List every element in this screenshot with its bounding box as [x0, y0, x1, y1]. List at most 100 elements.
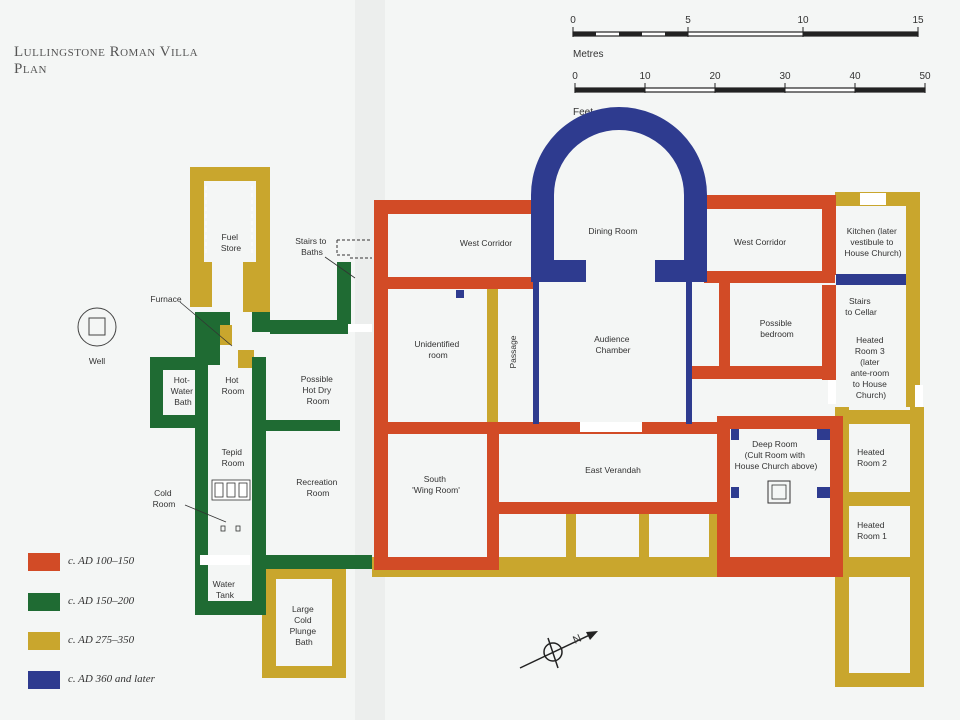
label-line: Hot-: [174, 375, 190, 385]
label-kitchen: Kitchen (later vestibule to House Church…: [844, 226, 901, 258]
label-line: Deep Room: [752, 439, 797, 449]
fuel-store-dashed: [205, 186, 253, 256]
walls-ad-360-later: [456, 107, 906, 498]
label-recreation-room: Recreation Room: [296, 477, 339, 498]
label-line: (Cult Room with: [745, 450, 806, 460]
legend-label: c. AD 100–150: [68, 555, 135, 567]
feet-tick-40: 40: [849, 71, 861, 82]
label-line: Church): [856, 390, 886, 400]
label-south-wing-room: South 'Wing Room': [412, 474, 460, 495]
label-line: Unidentified: [414, 339, 459, 349]
feet-tick-30: 30: [779, 71, 791, 82]
label-west-corridor-right: West Corridor: [734, 237, 786, 247]
label-furnace: Furnace: [150, 294, 181, 304]
label-line: Heated: [857, 447, 885, 457]
label-line: House Church): [844, 248, 901, 258]
legend-swatch: [28, 593, 60, 611]
metre-tick-15: 15: [912, 15, 924, 26]
label-line: Bath: [174, 397, 192, 407]
metre-tick-5: 5: [685, 15, 691, 26]
label-line: Room 1: [857, 531, 887, 541]
leader-lines: [179, 256, 356, 523]
legend-label: c. AD 275–350: [68, 634, 135, 646]
label-line: Fuel: [222, 232, 239, 242]
label-line: Room 2: [857, 458, 887, 468]
label-fuel-store: Fuel Store: [221, 232, 242, 253]
label-line: Room 3: [855, 346, 885, 356]
label-west-corridor-left: West Corridor: [460, 238, 512, 248]
label-heated-room-1: Heated Room 1: [857, 520, 887, 541]
label-line: Room: [153, 499, 176, 509]
label-line: Possible: [760, 318, 792, 328]
label-line: Kitchen (later: [847, 226, 897, 236]
label-line: Heated: [857, 520, 885, 530]
label-line: Tepid: [222, 447, 243, 457]
label-line: Room: [307, 488, 330, 498]
stairs-dashed-outline: [336, 239, 372, 259]
label-line: Tank: [216, 590, 235, 600]
label-line: bedroom: [760, 329, 794, 339]
label-audience-chamber: Audience Chamber: [594, 334, 632, 355]
plan-title: Lullingstone Roman Villa Plan: [14, 44, 198, 78]
feet-tick-50: 50: [919, 71, 931, 82]
label-line: to House: [853, 379, 887, 389]
label-line: Stairs to: [295, 236, 326, 246]
label-dining-room: Dining Room: [588, 226, 637, 236]
label-tepid-room: Tepid Room: [222, 447, 245, 468]
label-line: Plunge: [290, 626, 317, 636]
doorways: [200, 193, 923, 565]
title-line-1: Lullingstone Roman Villa: [14, 44, 199, 60]
deep-room-pit: [767, 480, 791, 504]
label-cold-room: Cold Room: [153, 488, 176, 509]
label-line: to Cellar: [845, 307, 877, 317]
label-line: Stairs: [849, 296, 871, 306]
label-line: (later: [860, 357, 880, 367]
legend-swatch: [28, 553, 60, 571]
label-line: Water: [213, 579, 236, 589]
label-hot-room: Hot Room: [222, 375, 245, 396]
label-passage: Passage: [508, 335, 518, 368]
legend-swatch: [28, 632, 60, 650]
label-line: Room: [222, 386, 245, 396]
label-line: Chamber: [596, 345, 631, 355]
metre-tick-0: 0: [570, 15, 576, 26]
feet-tick-20: 20: [709, 71, 721, 82]
label-hot-dry-room: Possible Hot Dry Room: [301, 374, 336, 406]
label-heated-room-2: Heated Room 2: [857, 447, 887, 468]
label-line: Cold: [294, 615, 312, 625]
metre-tick-10: 10: [797, 15, 809, 26]
label-line: Recreation: [296, 477, 337, 487]
label-line: room: [428, 350, 447, 360]
metre-unit-label: Metres: [573, 49, 604, 60]
label-cold-plunge-bath: Large Cold Plunge Bath: [290, 604, 319, 647]
well: [77, 307, 117, 347]
label-line: Store: [221, 243, 242, 253]
label-line: Baths: [301, 247, 323, 257]
label-stairs-to-baths: Stairs to Baths: [295, 236, 329, 257]
label-line: Large: [292, 604, 314, 614]
label-possible-bedroom: Possible bedroom: [760, 318, 795, 339]
feet-unit-label: Feet: [573, 107, 593, 118]
label-line: Bath: [295, 637, 313, 647]
title-line-2: Plan: [14, 61, 47, 77]
label-well: Well: [89, 356, 105, 366]
walls-ad-150-200: [150, 262, 372, 615]
label-line: 'Wing Room': [412, 485, 460, 495]
label-line: House Church above): [735, 461, 818, 471]
label-heated-room-3: Heated Room 3 (later ante-room to House …: [850, 335, 891, 400]
label-line: Room: [307, 396, 330, 406]
label-hot-water-bath: Hot- Water Bath: [171, 375, 196, 407]
metre-scale: 0 5 10 15 Metres: [570, 15, 924, 60]
legend-swatch: [28, 671, 60, 689]
legend-label: c. AD 360 and later: [68, 673, 155, 685]
label-stairs-to-cellar: Stairs to Cellar: [845, 296, 877, 317]
label-line: Water: [171, 386, 194, 396]
label-line: Audience: [594, 334, 630, 344]
label-unidentified-room: Unidentified room: [414, 339, 461, 360]
legend-label: c. AD 150–200: [68, 595, 135, 607]
label-deep-room: Deep Room (Cult Room with House Church a…: [735, 439, 818, 471]
label-line: Hot Dry: [302, 385, 332, 395]
label-line: Room: [222, 458, 245, 468]
